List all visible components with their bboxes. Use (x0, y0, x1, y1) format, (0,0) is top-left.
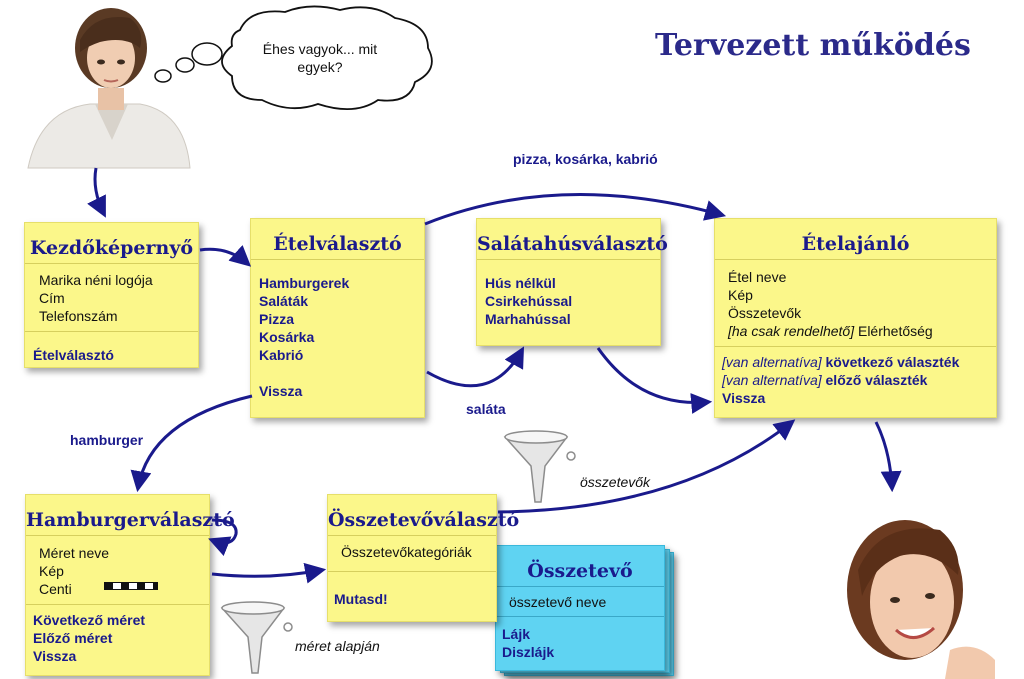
arrow-label-hamburger: hamburger (70, 432, 143, 448)
arrow-kezdo-to-etelvalaszto (200, 249, 248, 264)
funnel-icon (505, 431, 575, 502)
arrow-label-meret: méret alapján (295, 638, 380, 654)
arrow-hamburger-to-osszetevovalaszto (212, 570, 322, 576)
arrow-etelvalaszto-to-etelajanlo (425, 195, 722, 224)
arrow-label-pizza: pizza, kosárka, kabrió (513, 151, 658, 167)
arrow-etelvalaszto-to-hamburger (138, 396, 252, 488)
arrow-etelvalaszto-to-salata (427, 350, 522, 386)
arrow-hamburger-self-loop (212, 520, 236, 543)
arrow-salata-to-etelajanlo (598, 348, 708, 403)
arrow-label-osszetevok: összetevők (580, 474, 650, 490)
arrow-start-to-kezdo (95, 168, 104, 214)
arrow-label-salata: saláta (466, 401, 506, 417)
funnel-icon (222, 602, 292, 673)
arrow-etelajanlo-to-user (876, 422, 892, 488)
